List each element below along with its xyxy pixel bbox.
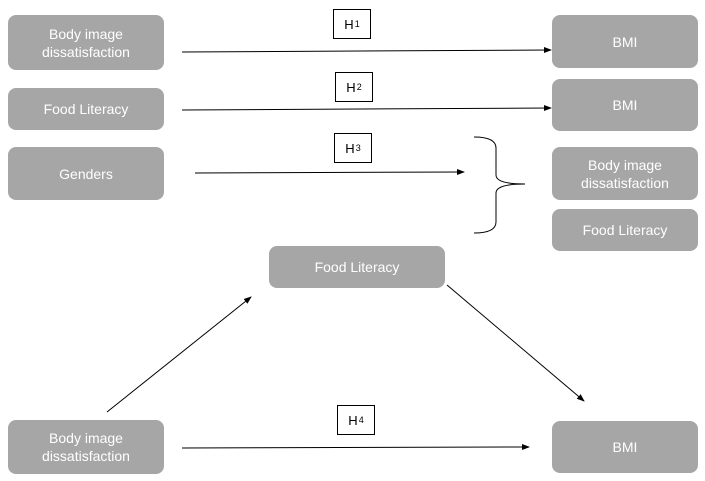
mediator-label: Food Literacy: [314, 259, 400, 275]
h4-index: 4: [358, 415, 364, 425]
h1-letter: H: [344, 16, 354, 32]
h3-index: 3: [355, 143, 361, 153]
h3-curly-brace: [473, 136, 526, 234]
h3-source-box: Genders: [8, 147, 164, 200]
h2-source-box: Food Literacy: [8, 88, 164, 130]
h3-arrow: [194, 169, 465, 176]
h1-arrow: [181, 47, 552, 54]
h4-target-label: BMI: [612, 439, 638, 455]
h3-target-box-body-image: Body image dissatisfaction: [552, 147, 698, 200]
h2-index: 2: [356, 82, 362, 92]
h1-index: 1: [354, 19, 360, 29]
h3-target-label-body-image: Body image dissatisfaction: [581, 156, 669, 191]
h3-target-box-food-literacy: Food Literacy: [552, 209, 698, 251]
mediator-box: Food Literacy: [269, 246, 445, 288]
h4-target-box: BMI: [552, 421, 698, 473]
h1-target-box: BMI: [552, 15, 698, 68]
h4-letter: H: [348, 412, 358, 428]
h4-direct-arrow: [181, 444, 530, 451]
h2-source-label: Food Literacy: [43, 101, 129, 117]
h4-path-a-arrow: [106, 296, 252, 413]
h4-source-label: Body image dissatisfaction: [42, 430, 130, 464]
h2-target-label: BMI: [612, 97, 638, 113]
h4-source-box: Body image dissatisfaction: [8, 420, 164, 474]
h1-source-label: Body image dissatisfaction: [42, 25, 130, 60]
h2-letter: H: [346, 79, 356, 95]
h3-target-label-food-literacy: Food Literacy: [582, 222, 668, 238]
h1-source-box: Body image dissatisfaction: [8, 15, 164, 70]
h1-target-label: BMI: [612, 33, 638, 50]
h2-target-box: BMI: [552, 79, 698, 131]
h4-path-b-arrow: [446, 284, 585, 402]
h2-arrow: [181, 105, 552, 112]
h3-source-label: Genders: [59, 165, 113, 182]
h3-letter: H: [345, 140, 355, 156]
